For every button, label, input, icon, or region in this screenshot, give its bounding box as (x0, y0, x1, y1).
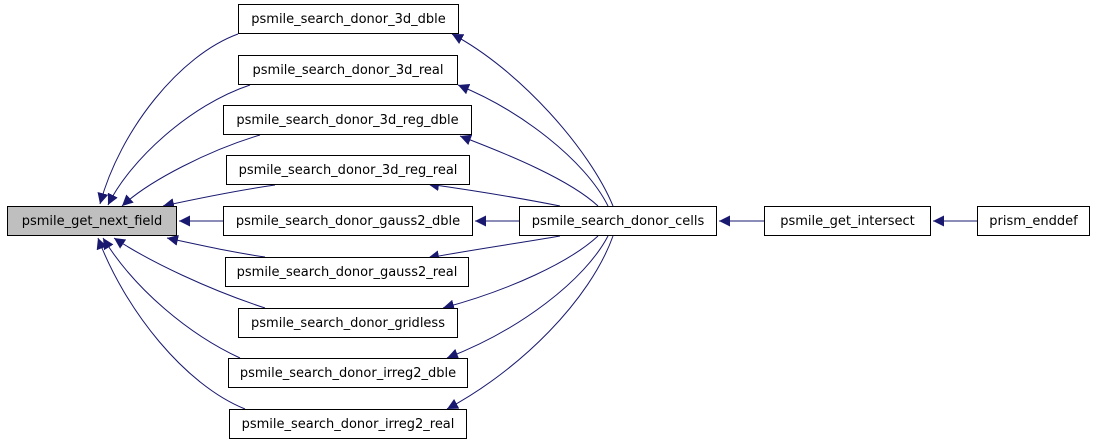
edge-donor-cells-to-d3-reg-dble (459, 134, 599, 207)
edge-donor-cells-to-d3-dble (451, 33, 614, 207)
edge-d3-reg-dble-to-get-next-field (121, 134, 261, 207)
edge-donor-cells-to-gridless (442, 235, 599, 311)
edge-d3-dble-to-get-next-field (97, 33, 239, 205)
node-psmile-search-donor-irreg2-dble[interactable]: psmile_search_donor_irreg2_dble (228, 358, 468, 388)
node-psmile-get-intersect[interactable]: psmile_get_intersect (764, 206, 931, 236)
edge-donor-cells-to-gauss2-real (427, 235, 561, 262)
node-psmile-search-donor-3d-dble[interactable]: psmile_search_donor_3d_dble (238, 4, 459, 34)
node-psmile-get-next-field[interactable]: psmile_get_next_field (7, 206, 177, 236)
node-psmile-search-donor-gauss2-real[interactable]: psmile_search_donor_gauss2_real (225, 257, 469, 287)
edge-irreg2-real-to-get-next-field (96, 237, 246, 410)
node-psmile-search-donor-gauss2-dble[interactable]: psmile_search_donor_gauss2_dble (223, 206, 473, 236)
node-psmile-search-donor-cells[interactable]: psmile_search_donor_cells (519, 206, 717, 236)
edge-gridless-to-get-next-field (113, 237, 266, 309)
node-psmile-search-donor-irreg2-real[interactable]: psmile_search_donor_irreg2_real (229, 409, 467, 439)
edge-d3-reg-real-to-get-next-field (162, 184, 276, 210)
edge-irreg2-dble-to-get-next-field (102, 237, 241, 359)
node-psmile-search-donor-3d-reg-real[interactable]: psmile_search_donor_3d_reg_real (226, 155, 470, 185)
edge-donor-cells-to-d3-real (457, 84, 609, 207)
edge-donor-cells-to-d3-reg-real (427, 180, 561, 207)
edge-donor-cells-to-irreg2-dble (446, 235, 609, 360)
edge-gauss2-real-to-get-next-field (166, 234, 266, 258)
node-psmile-search-donor-3d-reg-dble[interactable]: psmile_search_donor_3d_reg_dble (223, 105, 472, 135)
edge-d3-real-to-get-next-field (107, 84, 251, 206)
node-prism-enddef[interactable]: prism_enddef (977, 206, 1090, 236)
node-psmile-search-donor-gridless[interactable]: psmile_search_donor_gridless (238, 308, 458, 338)
edge-donor-cells-to-irreg2-real (446, 235, 614, 410)
node-psmile-search-donor-3d-real[interactable]: psmile_search_donor_3d_real (238, 55, 458, 85)
